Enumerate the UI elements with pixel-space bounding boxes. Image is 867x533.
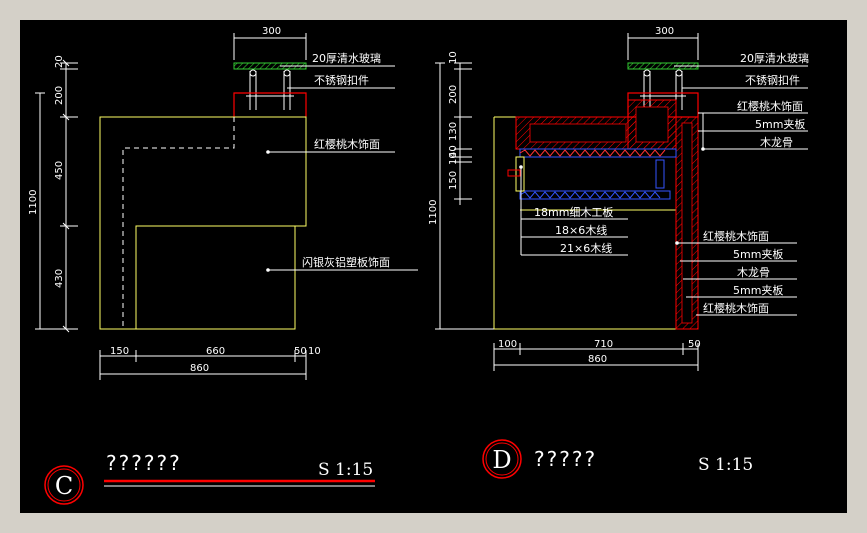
callout-label: 红樱桃木饰面 [314,137,380,151]
callout-label: 18mm细木工板 [534,205,613,219]
dim-bottom-value: 50 [294,346,307,357]
callout-label: 闪银灰铝塑板饰面 [302,255,390,269]
callout-label: 红樱桃木饰面 [703,301,769,315]
dim-left-value: 150 [448,171,459,190]
dim-total-width: 860 [190,363,209,374]
callout-label: 5mm夹板 [733,247,783,261]
dim-left-value: 20 [54,55,65,68]
section-mark-letter: D [492,446,511,474]
wood-trim-outline [233,92,307,117]
dim-bottom-value: 660 [206,346,225,357]
drawing-title: ?????? [106,451,182,475]
section-c: 300 20 200 450 430 1100 150 660 50 10 86… [28,26,418,505]
dim-total-width: 860 [588,354,607,365]
dim-top-value: 300 [655,26,674,37]
dim-left-value: 450 [54,161,65,180]
section-drawings: 300 20 200 450 430 1100 150 660 50 10 86… [28,26,809,505]
callout-label: 红樱桃木饰面 [737,99,803,113]
dim-left-value: 200 [448,85,459,104]
callout-leaders [520,65,808,316]
callout-leaders [268,65,418,271]
dim-bottom-value: 50 [688,339,701,350]
dim-left [435,62,494,330]
dim-top [627,33,699,60]
dim-left-value: 40 [448,145,459,158]
callout-label: 20厚清水玻璃 [312,51,381,65]
dim-bottom-value: 100 [498,339,517,350]
dim-bottom [493,343,699,371]
dim-left-value: 130 [448,122,459,141]
counter-outline [99,116,307,330]
section-mark-c: C [44,465,84,505]
dim-bottom-value: 150 [110,346,129,357]
dim-top-value: 300 [262,26,281,37]
drawing-title: ????? [534,447,597,471]
dim-left-value: 430 [54,269,65,288]
section-mark-letter: C [55,472,73,500]
dim-left-value: 10 [448,152,459,165]
callout-label: 5mm夹板 [733,283,783,297]
wood-line-panels [507,148,677,200]
dim-left-value: 200 [54,86,65,105]
callout-label: 21×6木线 [560,241,612,255]
hidden-line [122,117,235,329]
dim-left [35,59,78,333]
callout-label: 不锈钢扣件 [314,73,369,87]
cad-drawing-canvas: 300 20 200 450 430 1100 150 660 50 10 86… [20,20,847,513]
dim-top [233,33,307,60]
section-d: 300 10 200 130 40 10 150 1100 100 710 50… [428,26,809,479]
callout-label: 不锈钢扣件 [745,73,800,87]
dim-bottom-value: 10 [308,346,321,357]
callout-label: 红樱桃木饰面 [703,229,769,243]
dim-bottom [99,350,307,380]
callout-label: 5mm夹板 [755,117,805,131]
callout-label: 20厚清水玻璃 [740,51,809,65]
callout-label: 木龙骨 [760,136,793,149]
dim-left-value: 10 [448,51,459,64]
inner-outline [135,225,306,329]
dim-total-height: 1100 [428,200,439,225]
callout-label: 18×6木线 [555,223,607,237]
dim-bottom-value: 710 [594,339,613,350]
drawing-scale: S 1:15 [318,460,373,480]
section-mark-d: D [482,439,522,479]
drawing-scale: S 1:15 [698,455,753,475]
steel-clamp [246,69,294,110]
callout-label: 木龙骨 [737,266,770,279]
dim-total-height: 1100 [28,190,39,215]
